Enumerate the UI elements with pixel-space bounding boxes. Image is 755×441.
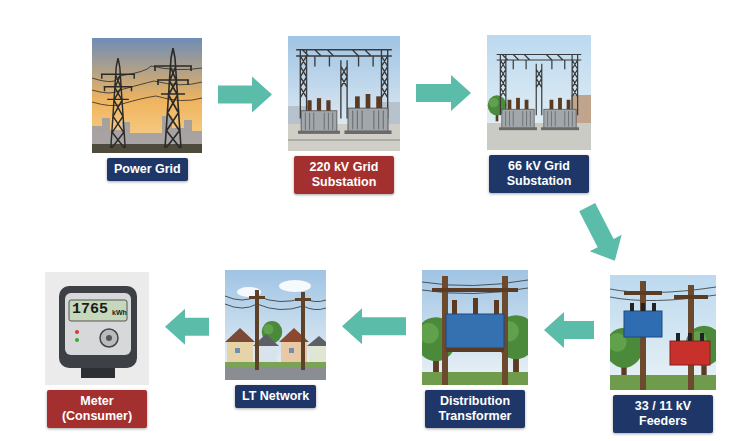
process-stage: Distribution Transformer <box>422 270 528 428</box>
flow-arrow <box>342 308 406 344</box>
backdrop <box>45 272 149 385</box>
platform <box>446 348 504 352</box>
flow-arrow <box>165 309 209 345</box>
stage-label: Distribution Transformer <box>425 390 525 428</box>
crossarm <box>624 291 662 295</box>
stage-label: Power Grid <box>107 158 188 181</box>
city-skyline <box>92 116 202 153</box>
feeder-illustration <box>605 275 722 390</box>
meter-terminal <box>81 368 115 378</box>
blue-transformer <box>624 311 662 337</box>
power-grid-illustration <box>92 38 202 153</box>
stage-label: 220 kV Grid Substation <box>294 156 394 194</box>
lawn <box>225 362 326 367</box>
transformer-tank <box>446 314 504 348</box>
flow-arrow <box>416 75 471 111</box>
cloud <box>279 280 311 292</box>
process-stage: 33 / 11 kV Feeders <box>610 275 716 433</box>
process-stage: Meter (Consumer) <box>45 272 149 428</box>
power-lines <box>92 66 202 106</box>
transformer <box>541 98 579 130</box>
meter-face <box>65 293 131 355</box>
meter-unit: kWh <box>112 309 127 316</box>
stage-label: Meter (Consumer) <box>47 390 147 428</box>
wires <box>422 280 528 294</box>
substation-illustration <box>487 35 591 150</box>
pole <box>688 285 694 390</box>
ground <box>610 375 716 390</box>
sky <box>225 270 326 380</box>
substation-illustration <box>288 36 400 151</box>
meter-body <box>59 286 137 368</box>
transformer <box>344 94 391 134</box>
meter-display <box>69 300 127 321</box>
flow-arrow <box>218 77 272 113</box>
meter-illustration <box>45 272 149 385</box>
process-stage: 220 kV Grid Substation <box>288 36 400 194</box>
pylon <box>154 48 192 148</box>
crossarm <box>674 295 708 299</box>
transformer <box>298 98 340 134</box>
flow-arrow <box>544 312 594 348</box>
flow-arrow <box>579 203 621 261</box>
process-stage: 66 kV Grid Substation <box>487 35 591 193</box>
sunset-sky <box>92 38 202 153</box>
meter-dial <box>100 329 118 347</box>
ground <box>422 372 528 385</box>
sky <box>288 36 400 151</box>
pole <box>301 292 305 370</box>
lt-network-illustration <box>225 270 326 380</box>
ground <box>92 144 202 153</box>
wires <box>225 296 326 310</box>
wires <box>610 287 716 301</box>
transformer-illustration <box>415 270 536 385</box>
road <box>225 367 326 380</box>
stage-label: 33 / 11 kV Feeders <box>613 395 713 433</box>
fence <box>288 140 400 141</box>
stage-label: LT Network <box>235 385 316 408</box>
stage-label: 66 kV Grid Substation <box>489 155 589 193</box>
crossarm <box>432 288 518 292</box>
meter-reading: 1765 <box>72 302 108 317</box>
process-stage: LT Network <box>225 270 326 408</box>
sky <box>487 35 591 150</box>
houses <box>225 328 326 362</box>
pole <box>255 290 259 370</box>
pylon <box>101 58 135 148</box>
red-transformer <box>670 341 710 365</box>
transformer <box>499 98 537 130</box>
process-stage: Power Grid <box>92 38 202 181</box>
